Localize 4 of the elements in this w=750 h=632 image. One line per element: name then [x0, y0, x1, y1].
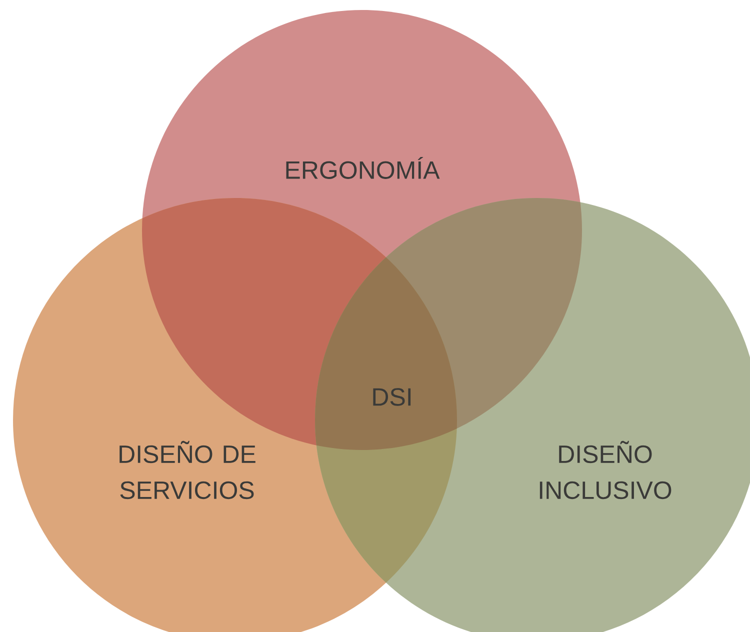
center-label: DSI: [373, 388, 411, 406]
circle-label: DISEÑO INCLUSIVO: [540, 440, 672, 500]
circle-label: DISEÑO DE SERVICIOS: [120, 440, 256, 500]
circle-label: ERGONOMÍA: [286, 157, 440, 179]
